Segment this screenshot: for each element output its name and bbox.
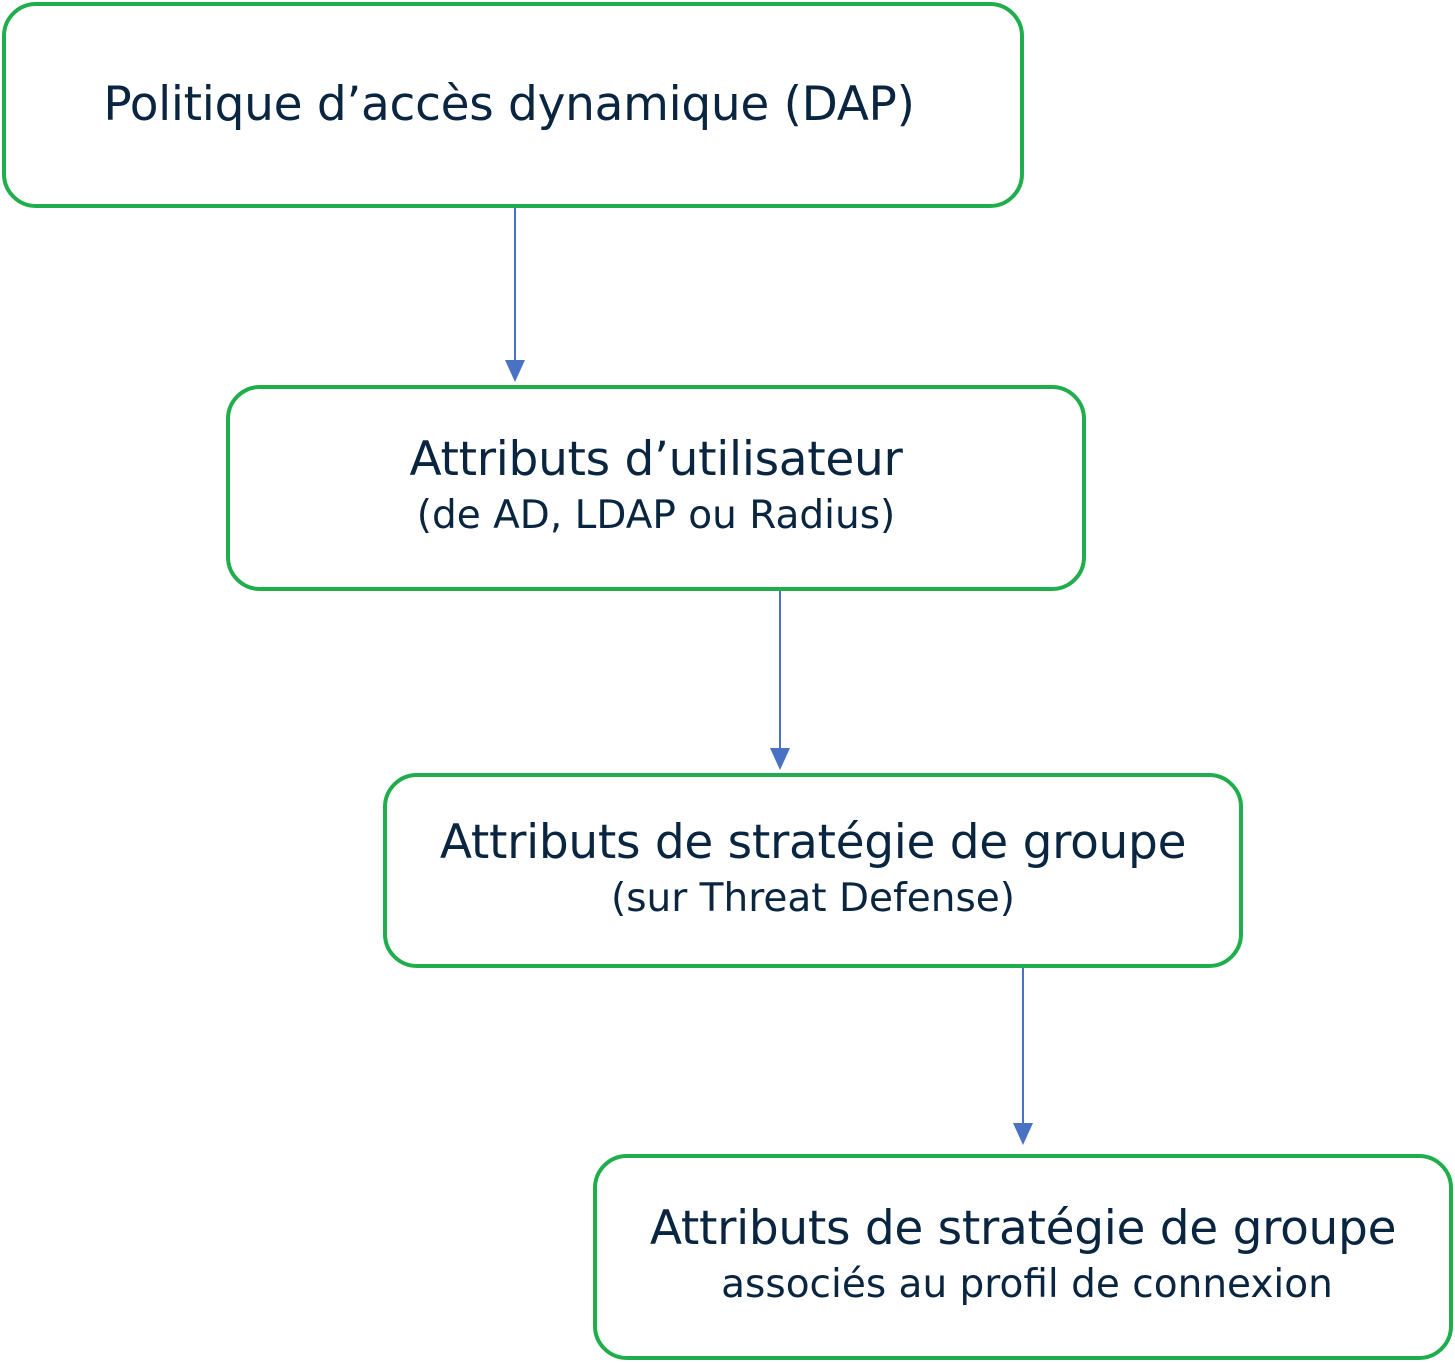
node-connection-profile-title: Attributs de stratégie de groupe <box>649 1201 1397 1256</box>
node-dap-title: Politique d’accès dynamique (DAP) <box>103 77 915 132</box>
node-dap: Politique d’accès dynamique (DAP) <box>2 2 1024 208</box>
node-user-attributes-title: Attributs d’utilisateur <box>409 432 903 487</box>
node-group-policy: Attributs de stratégie de groupe (sur Th… <box>383 773 1243 968</box>
node-connection-profile-subtitle: associés au profil de connexion <box>721 1262 1333 1307</box>
arrow-group-to-profile <box>1013 968 1033 1145</box>
arrow-dap-to-user <box>505 208 525 382</box>
node-group-policy-title: Attributs de stratégie de groupe <box>439 814 1187 870</box>
node-user-attributes-subtitle: (de AD, LDAP ou Radius) <box>416 493 896 538</box>
node-user-attributes: Attributs d’utilisateur (de AD, LDAP ou … <box>226 385 1086 591</box>
node-group-policy-subtitle: (sur Threat Defense) <box>611 875 1015 921</box>
arrow-user-to-group <box>770 591 790 770</box>
node-connection-profile: Attributs de stratégie de groupe associé… <box>593 1154 1453 1360</box>
